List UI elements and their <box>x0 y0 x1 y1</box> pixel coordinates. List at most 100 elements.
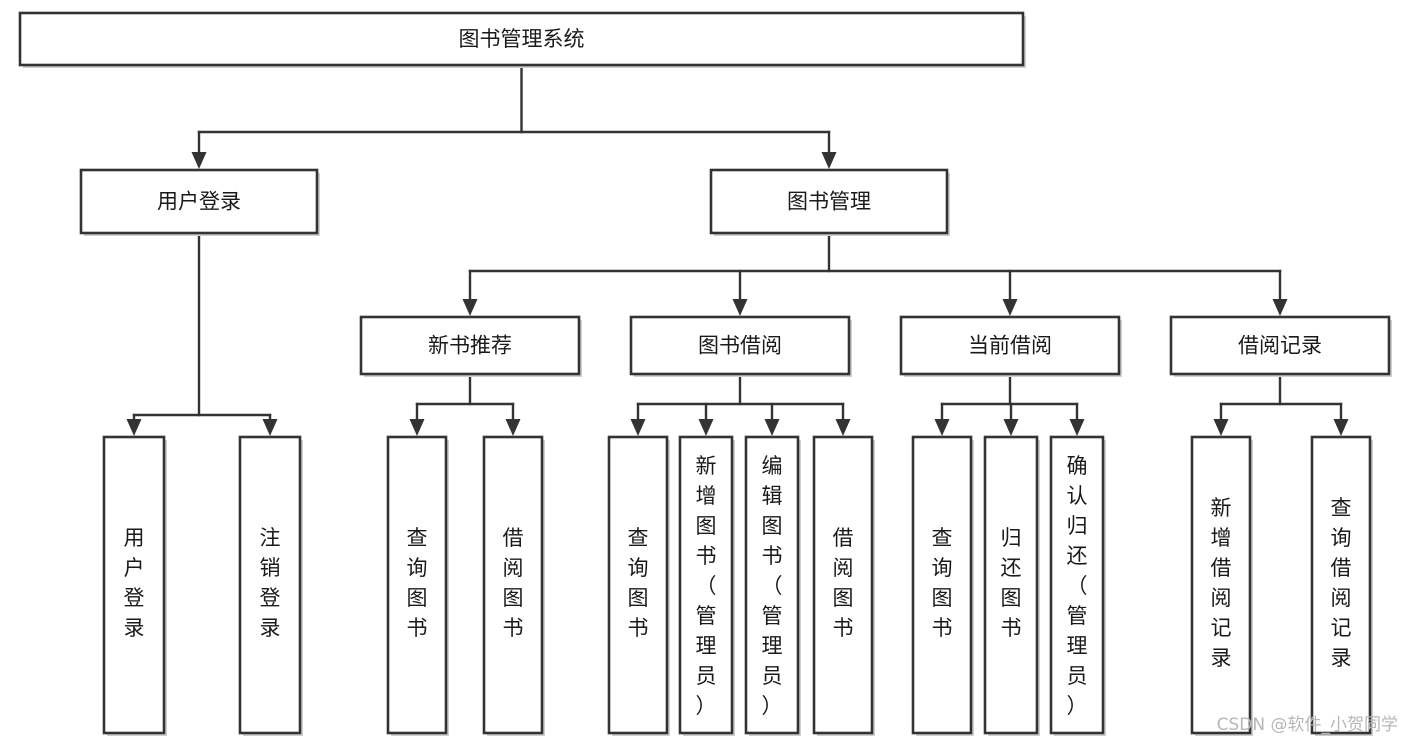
node-label-char: 询 <box>932 556 953 580</box>
node-box-leaf-borrow-book-1[interactable] <box>482 435 544 735</box>
node-box-leaf-query-book-3[interactable] <box>911 435 973 735</box>
arrow-head <box>1002 299 1018 316</box>
arrow-head <box>126 419 142 436</box>
node-label-char: 增 <box>696 484 717 508</box>
node-label-char: 确 <box>1067 454 1088 478</box>
node-label-char: 图 <box>503 586 524 610</box>
node-box-leaf-query-book-2[interactable] <box>607 435 669 735</box>
node-label-char: 书 <box>762 544 783 568</box>
arrow-head <box>409 419 425 436</box>
node-box-root[interactable] <box>18 11 1025 67</box>
node-box-user-login[interactable] <box>79 168 319 235</box>
node-label-current-borrow: 当前借阅 <box>968 334 1052 358</box>
node-label-char: 管 <box>696 604 717 628</box>
node-box-new-book-rec[interactable] <box>359 315 581 376</box>
node-label-char: 登 <box>124 586 145 610</box>
node-label-char: （ <box>1067 574 1088 598</box>
node-label-char: 图 <box>696 514 717 538</box>
node-book-borrow[interactable]: 图书借阅 <box>629 315 852 377</box>
node-label-char: 图 <box>407 586 428 610</box>
nodes-layer: 图书管理系统用户登录图书管理新书推荐图书借阅当前借阅借阅记录用户登录注销登录查询… <box>18 11 1392 736</box>
node-box-leaf-query-record[interactable] <box>1310 435 1372 735</box>
watermark-label: CSDN @软件_小贺同学 <box>1217 715 1398 735</box>
node-box-leaf-query-book-1[interactable] <box>386 435 448 735</box>
arrow-head <box>1069 419 1085 436</box>
node-label-char: 图 <box>762 514 783 538</box>
arrow-head <box>630 419 646 436</box>
node-label-char: 记 <box>1211 616 1232 640</box>
node-box-book-manage[interactable] <box>709 168 949 235</box>
node-label-char: 询 <box>628 556 649 580</box>
node-box-leaf-add-book[interactable] <box>678 435 734 735</box>
node-label-char: 查 <box>628 526 649 550</box>
node-label-char: 员 <box>762 664 783 688</box>
node-box-current-borrow[interactable] <box>899 315 1121 376</box>
node-label-new-book-rec: 新书推荐 <box>428 334 512 358</box>
node-label-char: （ <box>696 574 717 598</box>
node-box-leaf-logout[interactable] <box>238 435 302 735</box>
arrow-head <box>835 419 851 436</box>
node-box-leaf-borrow-book-2[interactable] <box>812 435 874 735</box>
node-label-book-borrow: 图书借阅 <box>698 334 782 358</box>
node-leaf-user-login[interactable]: 用户登录 <box>102 435 167 736</box>
node-label-char: 录 <box>124 616 145 640</box>
node-label-char: 增 <box>1211 526 1232 550</box>
node-label-char: 辑 <box>762 484 783 508</box>
node-label-char: 阅 <box>1331 586 1352 610</box>
node-box-book-borrow[interactable] <box>629 315 851 376</box>
node-label-char: 户 <box>124 556 145 580</box>
node-box-leaf-add-record[interactable] <box>1190 435 1252 735</box>
node-current-borrow[interactable]: 当前借阅 <box>899 315 1122 377</box>
node-new-book-rec[interactable]: 新书推荐 <box>359 315 582 377</box>
node-label-char: （ <box>762 574 783 598</box>
node-label-char: 阅 <box>833 556 854 580</box>
node-label-char: ） <box>762 694 783 718</box>
node-label-char: 书 <box>696 544 717 568</box>
node-user-login[interactable]: 用户登录 <box>79 168 320 236</box>
edge-new-book-rec-to-leaves <box>409 372 521 436</box>
edge-borrow-record-to-leaves <box>1213 372 1349 436</box>
node-box-leaf-return-book[interactable] <box>983 435 1039 735</box>
node-borrow-record[interactable]: 借阅记录 <box>1169 315 1392 377</box>
node-box-borrow-record[interactable] <box>1169 315 1391 376</box>
node-root[interactable]: 图书管理系统 <box>18 11 1026 68</box>
node-label-char: 还 <box>1001 556 1022 580</box>
node-label-char: 书 <box>833 616 854 640</box>
edges-layer <box>126 63 1349 436</box>
node-label-char: 录 <box>1331 646 1352 670</box>
node-label-char: 归 <box>1067 514 1088 538</box>
node-box-leaf-edit-book[interactable] <box>744 435 800 735</box>
node-label-char: 询 <box>407 556 428 580</box>
node-book-manage[interactable]: 图书管理 <box>709 168 950 236</box>
node-label-char: 图 <box>932 586 953 610</box>
node-label-leaf-user-login: 用户登录 <box>124 526 145 640</box>
node-label-root: 图书管理系统 <box>459 27 585 51</box>
node-box-leaf-confirm-return[interactable] <box>1049 435 1105 735</box>
arrow-head <box>262 419 278 436</box>
node-label-char: 员 <box>696 664 717 688</box>
arrow-head <box>1213 419 1229 436</box>
edge-book-manage-to-level3 <box>462 231 1288 316</box>
edge-root-to-level2 <box>191 63 837 169</box>
node-label-char: 销 <box>260 556 281 580</box>
arrow-head <box>191 152 207 169</box>
node-box-leaf-user-login[interactable] <box>102 435 166 735</box>
